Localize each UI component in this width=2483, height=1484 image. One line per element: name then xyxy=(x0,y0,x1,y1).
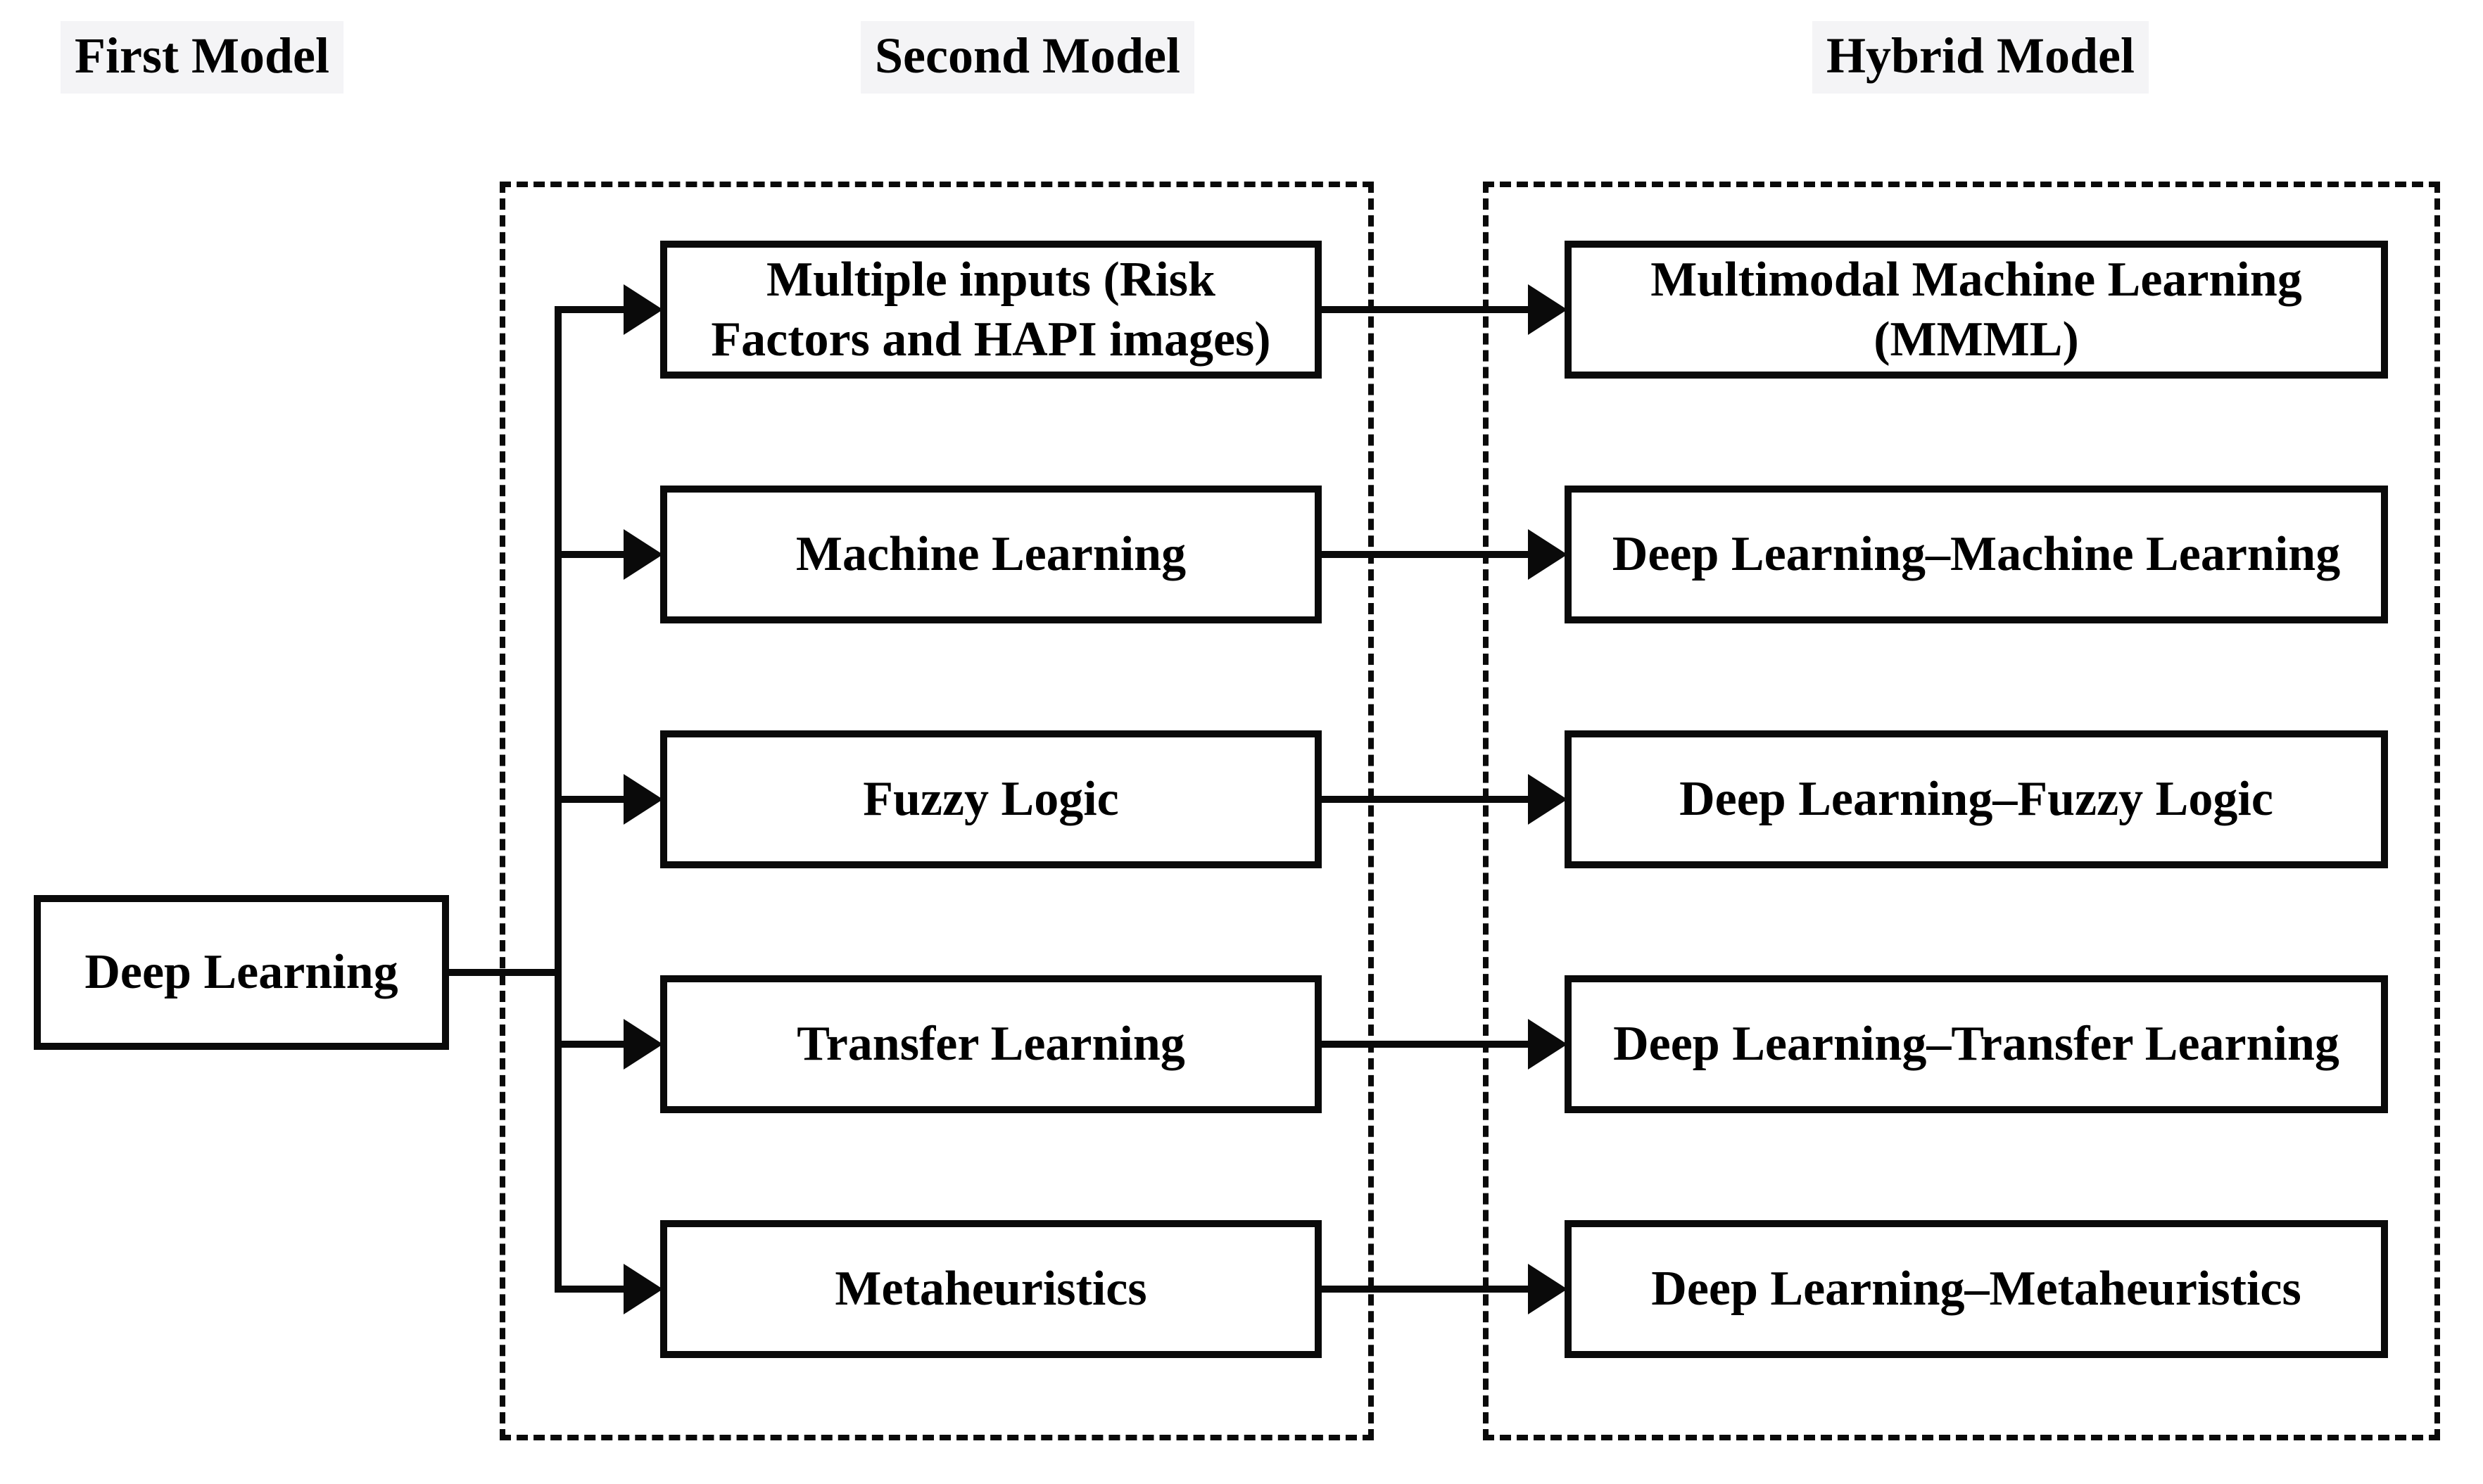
hybrid-model-label: Deep Learning–Metaheuristics xyxy=(1651,1262,2301,1317)
arrow-head-row2-second xyxy=(624,529,663,580)
connector-trunk-to-row5 xyxy=(555,1286,628,1293)
hybrid-model-box-dl-transfer-learning: Deep Learning–Transfer Learning xyxy=(1565,975,2388,1113)
hybrid-model-label: Multimodal Machine Learning (MMML) xyxy=(1650,252,2302,367)
hybrid-model-group-border xyxy=(1483,182,2440,1440)
column-header-hybrid-model: Hybrid Model xyxy=(1812,21,2149,94)
connector-trunk-to-row3 xyxy=(555,796,628,803)
connector-row3-second-to-hybrid xyxy=(1316,796,1533,803)
arrow-head-row5-hybrid xyxy=(1528,1264,1567,1314)
second-model-label: Multiple inputs (Risk Factors and HAPI i… xyxy=(711,252,1271,367)
second-model-group-border xyxy=(500,182,1374,1440)
second-model-label: Fuzzy Logic xyxy=(863,772,1119,827)
hybrid-model-label: Deep Learning–Transfer Learning xyxy=(1613,1017,2339,1072)
connector-row4-second-to-hybrid xyxy=(1316,1041,1533,1048)
second-model-box-transfer-learning: Transfer Learning xyxy=(660,975,1322,1113)
second-model-box-machine-learning: Machine Learning xyxy=(660,486,1322,623)
column-header-first-model: First Model xyxy=(61,21,343,94)
arrow-head-row2-hybrid xyxy=(1528,529,1567,580)
second-model-label: Transfer Learning xyxy=(797,1017,1185,1072)
connector-row5-second-to-hybrid xyxy=(1316,1286,1533,1293)
column-header-second-model: Second Model xyxy=(860,21,1195,94)
connector-trunk-to-row2 xyxy=(555,551,628,558)
arrow-head-row3-second xyxy=(624,774,663,825)
second-model-box-multiple-inputs: Multiple inputs (Risk Factors and HAPI i… xyxy=(660,241,1322,379)
connector-trunk-to-row4 xyxy=(555,1041,628,1048)
connector-row1-second-to-hybrid xyxy=(1316,306,1533,313)
arrow-head-row4-second xyxy=(624,1019,663,1070)
second-model-label: Machine Learning xyxy=(795,527,1187,582)
hybrid-model-box-dl-fuzzy-logic: Deep Learning–Fuzzy Logic xyxy=(1565,730,2388,868)
connector-trunk-to-row1 xyxy=(555,306,628,313)
second-model-label: Metaheuristics xyxy=(835,1262,1147,1317)
hybrid-model-label: Deep Learning–Fuzzy Logic xyxy=(1679,772,2273,827)
deep-learning-box: Deep Learning xyxy=(34,895,449,1050)
connector-row2-second-to-hybrid xyxy=(1316,551,1533,558)
hybrid-model-box-dl-machine-learning: Deep Learning–Machine Learning xyxy=(1565,486,2388,623)
hybrid-model-box-mmml: Multimodal Machine Learning (MMML) xyxy=(1565,241,2388,379)
second-model-box-fuzzy-logic: Fuzzy Logic xyxy=(660,730,1322,868)
arrow-head-row3-hybrid xyxy=(1528,774,1567,825)
second-model-box-metaheuristics: Metaheuristics xyxy=(660,1220,1322,1358)
arrow-head-row5-second xyxy=(624,1264,663,1314)
arrow-head-row1-hybrid xyxy=(1528,284,1567,335)
connector-root-stub xyxy=(442,969,562,976)
deep-learning-label: Deep Learning xyxy=(84,945,398,1000)
hybrid-model-label: Deep Learning–Machine Learning xyxy=(1612,527,2341,582)
hybrid-model-box-dl-metaheuristics: Deep Learning–Metaheuristics xyxy=(1565,1220,2388,1358)
arrow-head-row4-hybrid xyxy=(1528,1019,1567,1070)
arrow-head-row1-second xyxy=(624,284,663,335)
